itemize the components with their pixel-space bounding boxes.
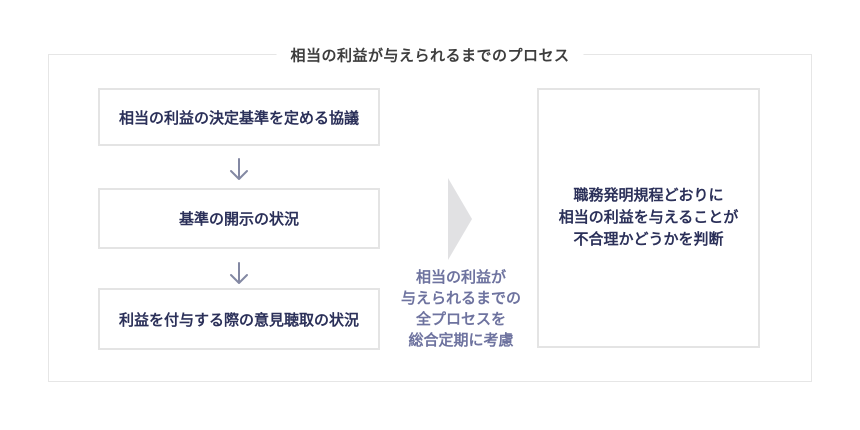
arrow-down-icon (230, 262, 248, 284)
result-label: 職務発明規程どおりに 相当の利益を与えることが 不合理かどうかを判断 (558, 187, 739, 248)
step-3-label: 利益を付与する際の意見聴取の状況 (118, 311, 359, 329)
arrow-right-triangle-icon (448, 178, 472, 260)
step-box-hearing: 利益を付与する際の意見聴取の状況 (98, 288, 380, 350)
step-box-consultation: 相当の利益の決定基準を定める協議 (98, 88, 380, 146)
step-box-disclosure: 基準の開示の状況 (98, 188, 380, 249)
process-note: 相当の利益が 与えられるまでの 全プロセスを 総合定期に考慮 (400, 269, 521, 349)
result-box: 職務発明規程どおりに 相当の利益を与えることが 不合理かどうかを判断 (537, 88, 760, 348)
step-2-label: 基準の開示の状況 (178, 211, 299, 228)
diagram-title: 相当の利益が与えられるまでのプロセス (276, 44, 584, 66)
step-1-label: 相当の利益の決定基準を定める協議 (118, 109, 359, 127)
process-diagram-frame: 相当の利益が与えられるまでのプロセス 相当の利益の決定基準を定める協議 基準の開… (48, 44, 812, 382)
arrow-down-icon (230, 158, 248, 180)
